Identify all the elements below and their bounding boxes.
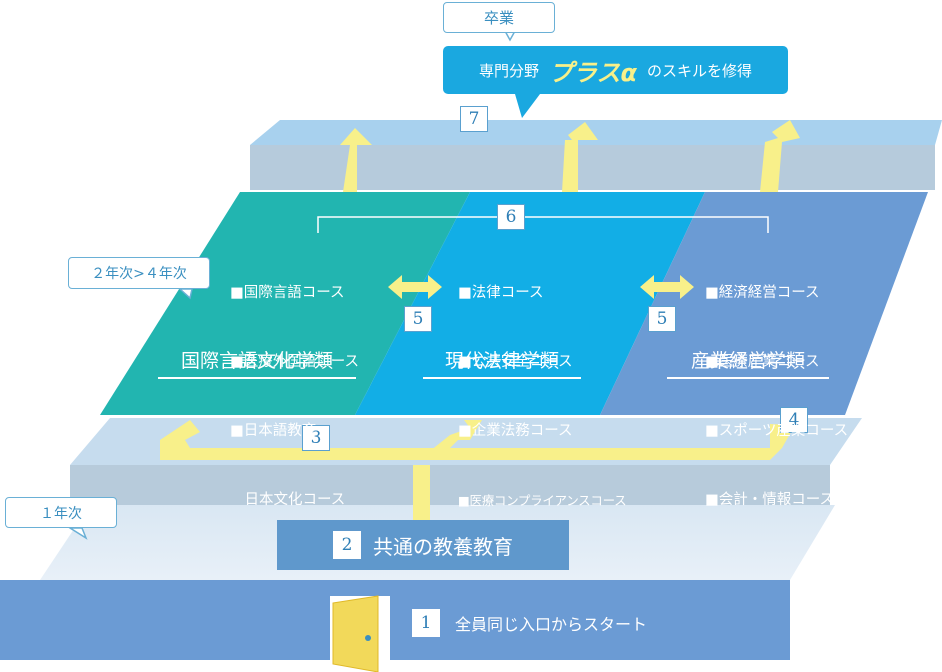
arrow-up-left [340, 128, 372, 192]
course-list-biz: ■経済経営コース ■医療産業コース ■スポーツ産業コース ■会計・情報コース [705, 236, 848, 558]
upper-years-callout: ２年次>４年次 [68, 257, 210, 289]
graduation-banner-tail [515, 94, 540, 118]
door-icon [332, 595, 379, 672]
step-4-badge: 4 [780, 407, 808, 433]
course-item: ■医療コンプライアンスコース [458, 493, 627, 508]
step-6-number: 6 [505, 207, 517, 227]
entrance-bar [0, 580, 790, 660]
faculty-title-law: 現代法律学類 [423, 346, 581, 379]
step-5a-badge: 5 [404, 306, 432, 332]
faculty-panel-biz [600, 192, 928, 415]
graduation-banner: 専門分野 プラスα のスキルを修得 [443, 46, 788, 94]
callout-first-tail [67, 527, 88, 540]
callout-upper-tail [178, 288, 193, 300]
step-3-number: 3 [310, 428, 322, 448]
arrow-horizontal-band [160, 448, 770, 460]
floor-middle-side [70, 465, 830, 505]
first-year-label: １年次 [40, 505, 82, 522]
graduation-callout: 卒業 [443, 2, 555, 33]
skill-highlight: プラスα [548, 58, 637, 87]
step-2-badge: 2 [333, 531, 361, 559]
step-4-number: 4 [788, 410, 800, 430]
graduation-banner-bg [443, 46, 788, 94]
faculty-panel-law [355, 192, 705, 415]
course-item: ■スポーツ産業コース [705, 423, 849, 439]
step-5b-badge: 5 [648, 306, 676, 332]
course-item: ■公共安全コース [458, 354, 573, 370]
course-item: ■医療産業コース [705, 354, 820, 370]
course-item: ■国際言語コース [230, 285, 345, 301]
course-item: ■会計・情報コース [705, 492, 834, 508]
faculty-panel-intl [100, 192, 470, 415]
arrow-right-head [770, 424, 795, 460]
arrow-common-stem [413, 465, 430, 520]
step-3-badge: 3 [302, 425, 330, 451]
step-5a-number: 5 [412, 309, 424, 329]
skill-suffix: のスキルを修得 [647, 61, 753, 80]
step-6-badge: 6 [497, 204, 525, 230]
step-2-number: 2 [341, 535, 353, 555]
course-item: ■日本語教育・ [230, 423, 331, 439]
floor-top-top [250, 120, 942, 145]
first-year-callout: １年次 [5, 497, 117, 528]
faculty-title-intl: 国際言語文化学類 [158, 346, 356, 379]
skill-prefix: 専門分野 [478, 61, 539, 80]
course-list-law: ■法律コース ■公共安全コース ■企業法務コース ■医療コンプライアンスコース [458, 236, 627, 558]
course-list-intl: ■国際言語コース ■医療外国語コース ■日本語教育・ 日本文化コース [230, 236, 359, 558]
arrow-up-middle [562, 122, 598, 192]
step-7-badge: 7 [460, 106, 488, 132]
common-education-box [277, 520, 569, 570]
course-item: ■経済経営コース [705, 285, 820, 301]
course-item: ■医療外国語コース [230, 354, 359, 370]
arrow-up-right [760, 120, 800, 192]
bracket-line [317, 216, 769, 233]
door-knob-icon [365, 635, 371, 641]
arrow-left-head [160, 420, 200, 460]
common-education-label: 共通の教養教育 [373, 534, 513, 559]
faculty-title-biz: 産業経営学類 [667, 346, 829, 379]
step-1-number: 1 [420, 613, 432, 633]
step-7-number: 7 [468, 109, 480, 129]
graduation-label: 卒業 [483, 9, 514, 27]
step-5b-number: 5 [656, 309, 668, 329]
common-education: 2 共通の教養教育 [277, 520, 569, 570]
arrow-center-up [425, 420, 482, 460]
course-item: ■法律コース [458, 285, 544, 301]
double-arrow-right [640, 275, 694, 299]
entrance-label: 全員同じ入口からスタート [455, 615, 648, 634]
double-arrow-left [388, 275, 442, 299]
course-item: ■企業法務コース [458, 423, 573, 439]
upper-years-label: ２年次>４年次 [91, 266, 187, 282]
course-item: 日本文化コース [230, 492, 346, 508]
step-1-badge: 1 [412, 609, 440, 637]
